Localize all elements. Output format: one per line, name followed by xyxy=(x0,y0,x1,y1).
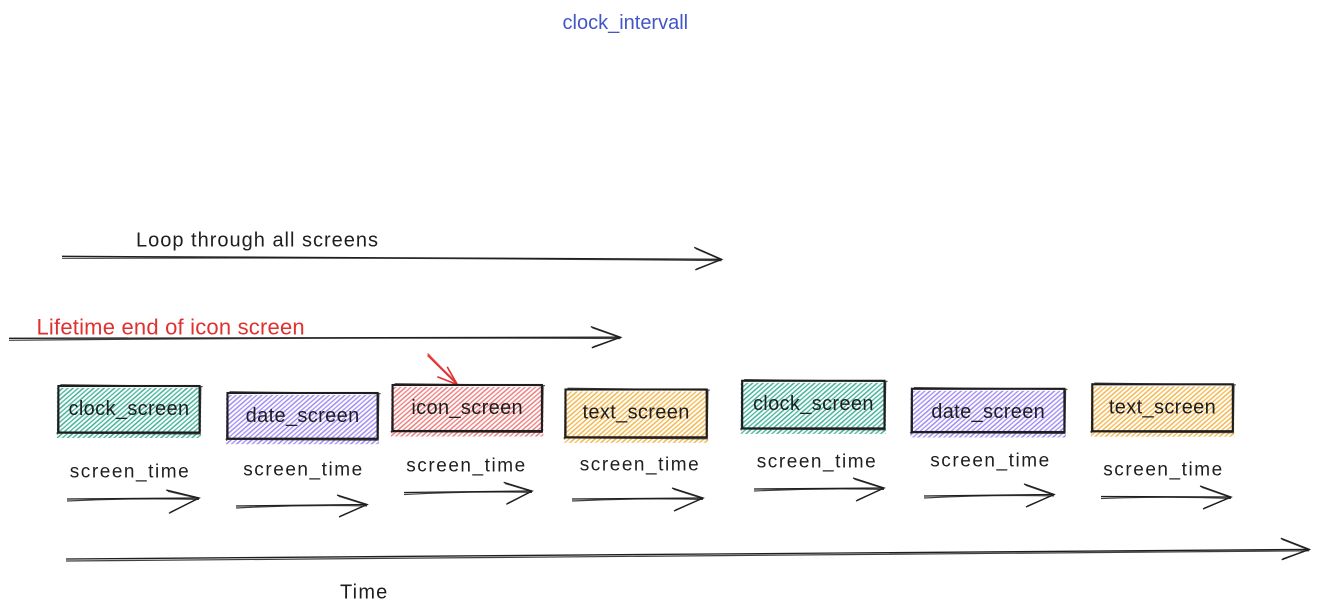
svg-text:date_screen: date_screen xyxy=(246,405,360,427)
svg-text:clock_intervall: clock_intervall xyxy=(563,12,689,34)
svg-text:screen_time: screen_time xyxy=(406,456,527,477)
svg-text:Time: Time xyxy=(340,582,389,604)
svg-text:icon_screen: icon_screen xyxy=(411,397,523,419)
svg-text:Loop through all screens: Loop through all screens xyxy=(136,230,379,252)
svg-text:screen_time: screen_time xyxy=(930,451,1051,472)
svg-text:screen_time: screen_time xyxy=(580,455,701,476)
svg-text:screen_time: screen_time xyxy=(757,452,878,473)
svg-text:text_screen: text_screen xyxy=(582,402,689,424)
svg-text:screen_time: screen_time xyxy=(1103,460,1224,481)
svg-text:Lifetime end of icon screen: Lifetime end of icon screen xyxy=(37,315,305,340)
svg-text:screen_time: screen_time xyxy=(70,462,191,483)
svg-text:clock_screen: clock_screen xyxy=(753,393,874,415)
svg-text:clock_screen: clock_screen xyxy=(69,398,190,420)
svg-text:date_screen: date_screen xyxy=(931,401,1045,423)
svg-text:text_screen: text_screen xyxy=(1109,396,1216,418)
svg-text:screen_time: screen_time xyxy=(243,460,364,481)
